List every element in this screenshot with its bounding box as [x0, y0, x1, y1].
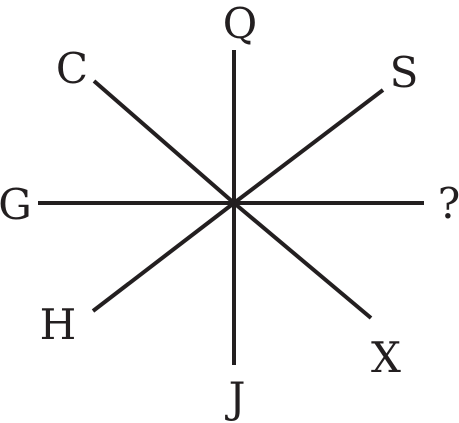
ray-bottom-left — [91, 201, 236, 313]
ray-top-right — [232, 88, 385, 205]
label-bottom-right: X — [371, 333, 401, 382]
ray-top-left — [92, 79, 236, 205]
label-top-left: C — [56, 44, 88, 93]
label-top-right: S — [390, 48, 419, 97]
label-left: G — [0, 180, 32, 229]
label-right: ? — [438, 179, 459, 228]
rays — [38, 50, 424, 365]
label-bottom-left: H — [40, 300, 77, 349]
label-top: Q — [223, 0, 257, 48]
ray-bottom-right — [232, 201, 373, 320]
label-bottom: J — [225, 373, 246, 422]
